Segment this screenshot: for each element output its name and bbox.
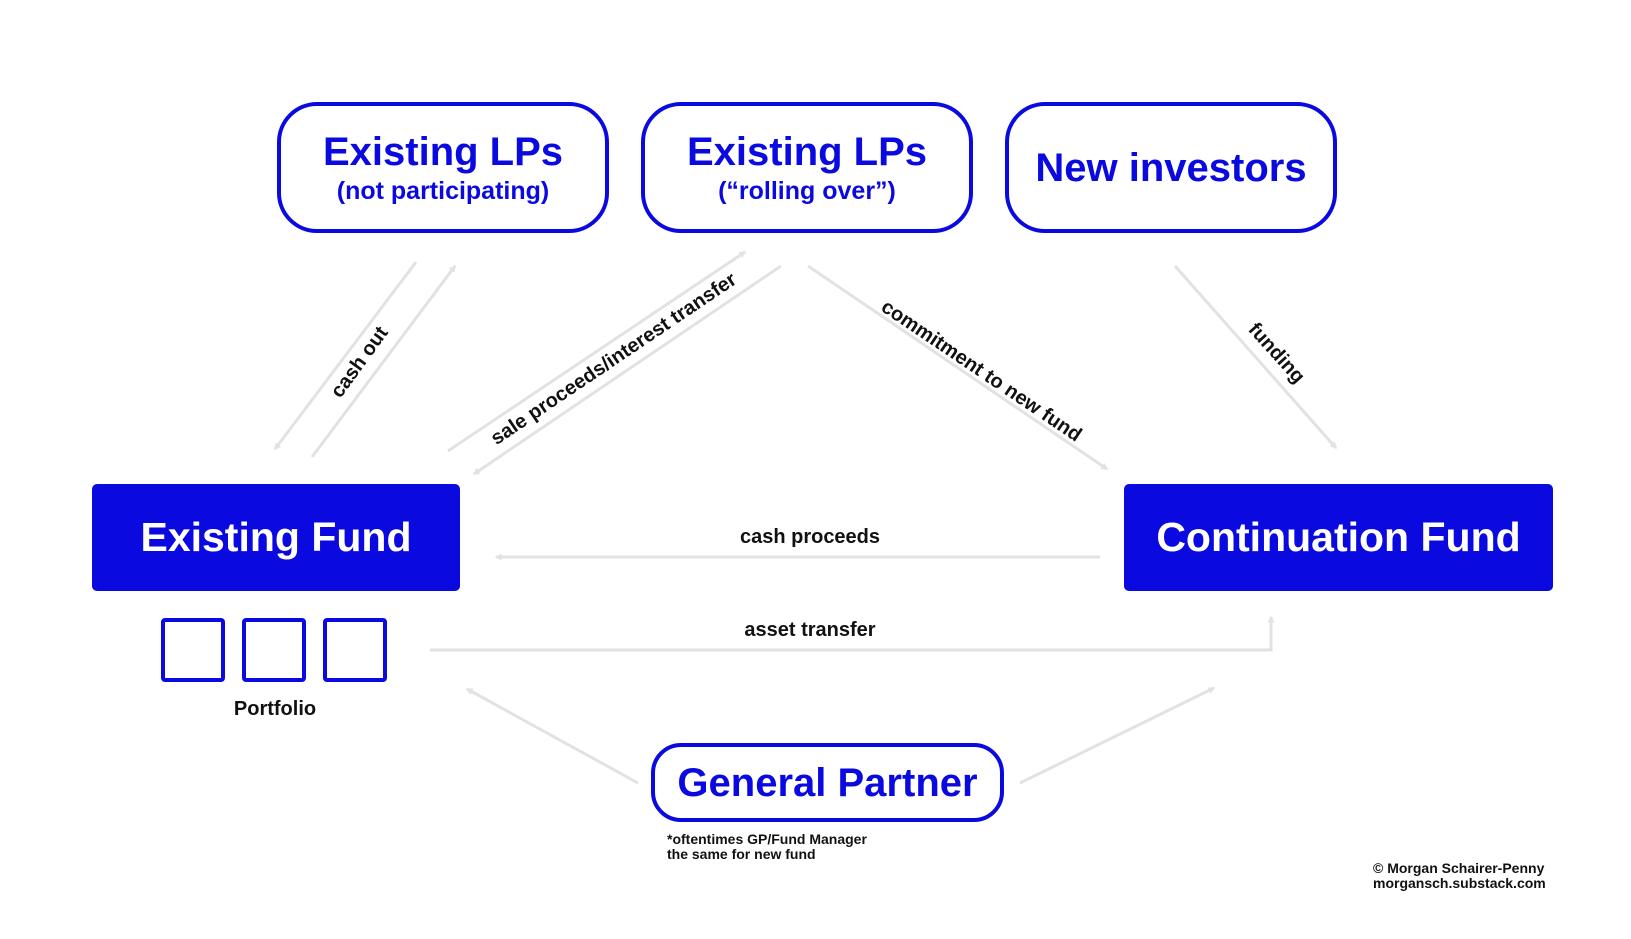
- node-title: Existing LPs: [686, 129, 928, 174]
- funding-arrow: [1173, 265, 1338, 450]
- node-title: New investors: [1035, 145, 1307, 190]
- node-existing-lps-not-participating: Existing LPs (not participating): [277, 102, 609, 233]
- asset-transfer-arrow: [430, 615, 1275, 652]
- node-subtitle: (not participating): [336, 176, 550, 205]
- portfolio-asset-box: [242, 618, 306, 682]
- node-new-investors: New investors: [1005, 102, 1337, 233]
- sale-proceeds-arrow-down: [472, 264, 782, 476]
- node-existing-fund: Existing Fund: [92, 484, 460, 591]
- node-subtitle: (“rolling over”): [718, 176, 896, 205]
- node-existing-lps-rolling-over: Existing LPs (“rolling over”): [641, 102, 973, 233]
- credit: © Morgan Schairer-Penny morgansch.substa…: [1373, 861, 1546, 891]
- portfolio-asset-box: [161, 618, 225, 682]
- credit-line: © Morgan Schairer-Penny: [1373, 860, 1545, 876]
- gp-to-existing-fund-arrow: [465, 687, 639, 785]
- cash-out-arrow-down: [273, 261, 418, 451]
- credit-line: morgansch.substack.com: [1373, 875, 1546, 891]
- node-title: General Partner: [677, 760, 978, 805]
- cash-out-arrow-up: [310, 264, 457, 458]
- portfolio-label: Portfolio: [233, 698, 317, 720]
- node-general-partner: General Partner: [651, 743, 1004, 822]
- commitment-arrow: [807, 264, 1109, 471]
- gp-footnote: *oftentimes GP/Fund Manager the same for…: [667, 832, 867, 862]
- node-title: Existing LPs: [322, 129, 564, 174]
- edge-label-cash-proceeds: cash proceeds: [739, 526, 881, 548]
- gp-to-continuation-fund-arrow: [1019, 686, 1216, 785]
- sale-proceeds-arrow-up: [447, 250, 747, 453]
- footnote-line: the same for new fund: [667, 846, 816, 862]
- node-continuation-fund: Continuation Fund: [1124, 484, 1553, 591]
- node-title: Existing Fund: [140, 514, 412, 560]
- footnote-line: *oftentimes GP/Fund Manager: [667, 831, 867, 847]
- edge-label-asset-transfer: asset transfer: [744, 619, 876, 641]
- portfolio-asset-box: [323, 618, 387, 682]
- node-title: Continuation Fund: [1156, 514, 1521, 560]
